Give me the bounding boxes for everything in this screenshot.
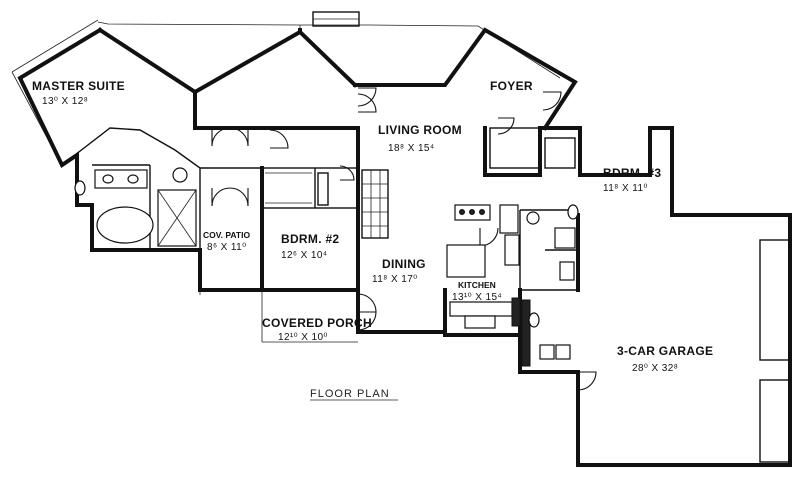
bdrm2-dim: 12⁶ X 10⁴ [281, 250, 328, 261]
living-room-dim: 18⁸ X 15⁴ [388, 143, 435, 154]
cov-patio-name: COV. PATIO [203, 230, 250, 240]
bdrm3-bath-fixtures [526, 204, 579, 281]
garage-dim: 28⁰ X 32⁸ [632, 363, 678, 374]
kitchen-fixtures [446, 204, 521, 329]
bdrm2-closet [265, 172, 329, 206]
dining-name: DINING [382, 257, 426, 271]
garage-doors [759, 239, 791, 463]
master-suite-dim: 13⁰ X 12⁸ [42, 96, 88, 107]
laundry-fixtures [521, 299, 571, 367]
bdrm2-name: BDRM. #2 [281, 232, 339, 246]
covered-porch-name: COVERED PORCH [262, 316, 372, 330]
cov-patio-dim: 8⁶ X 11⁰ [207, 242, 247, 253]
dining-dim: 11⁸ X 17⁰ [372, 274, 418, 285]
master-bath-fixtures [74, 167, 197, 247]
floor-plan-caption: FLOOR PLAN [310, 388, 390, 400]
exterior-walls [17, 27, 792, 467]
garage-name: 3-CAR GARAGE [617, 344, 713, 358]
kitchen-name: KITCHEN [458, 280, 496, 290]
bdrm3-dim: 11⁸ X 11⁰ [603, 183, 648, 194]
living-room-name: LIVING ROOM [378, 123, 462, 137]
covered-porch-dim: 12¹⁰ X 10⁰ [278, 332, 328, 343]
interior-walls [61, 127, 578, 291]
kitchen-dim: 13¹⁰ X 15⁴ [452, 292, 502, 303]
doors [211, 87, 597, 391]
foyer-name: FOYER [490, 79, 533, 93]
bdrm3-name: BDRM. #3 [603, 166, 661, 180]
living-bay-wall [297, 29, 358, 88]
fireplace-hearth [361, 169, 389, 239]
master-suite-name: MASTER SUITE [32, 79, 125, 93]
porch-edges [199, 290, 358, 343]
